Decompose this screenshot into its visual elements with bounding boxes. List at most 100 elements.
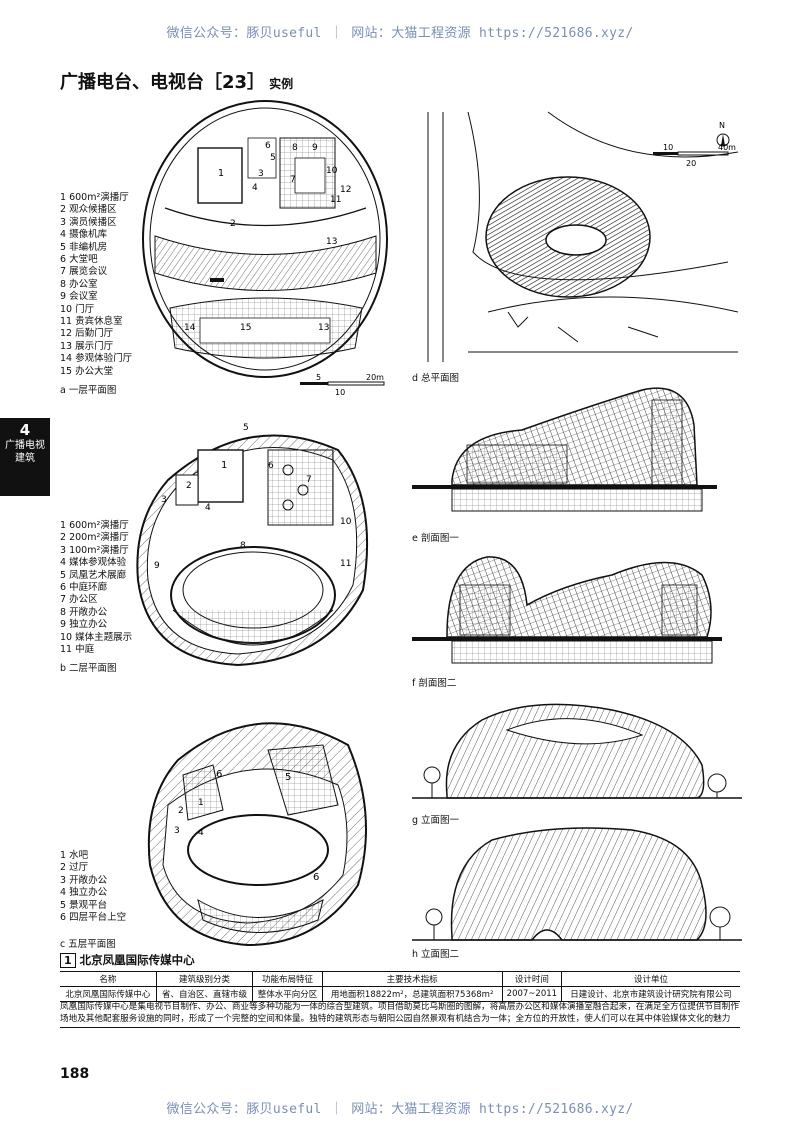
table-cell: 北京凤凰国际传媒中心	[60, 986, 157, 1002]
project-name: 北京凤凰国际传媒中心	[79, 953, 195, 967]
plan-a-scale-bar: 5 10 20m	[300, 373, 385, 397]
table-header-row: 名称 建筑级别分类 功能布局特征 主要技术指标 设计时间 设计单位	[60, 971, 740, 987]
plan-a-label-9: 9	[312, 143, 318, 153]
plan-a-label-11: 11	[330, 195, 341, 205]
project-description: 凤凰国际传媒中心是集电视节目制作、办公、商业等多种功能为一体的综合型建筑。项目借…	[60, 1001, 740, 1028]
plan-a-label-15: 15	[240, 323, 251, 333]
section-two-drawing	[412, 556, 722, 664]
plan-a-drawing: 1 2 3 4 5 6 7 8 9 10 11 12 13 14 15 13	[142, 100, 388, 378]
plan-a-label-14a: 14	[184, 323, 196, 333]
table-header: 设计时间	[501, 971, 562, 987]
legend-item: 14 参观体验门厅	[60, 353, 133, 365]
plan-a-label-2: 2	[230, 219, 236, 229]
legend-item: 1 水吧	[60, 850, 89, 861]
table-header: 名称	[60, 971, 157, 987]
elevation-two-drawing	[412, 827, 742, 941]
table-header: 建筑级别分类	[155, 971, 253, 987]
scale-tick: 5	[316, 373, 321, 382]
plan-c-label-4: 4	[198, 828, 204, 838]
plan-c-drawing: 1 2 3 4 5 6 6	[147, 722, 367, 947]
legend-item: 9 会议室	[60, 291, 98, 303]
section-one-drawing	[412, 387, 717, 512]
legend-item: 11 中庭	[60, 644, 95, 656]
chapter-label-line2: 建筑	[15, 453, 35, 464]
plan-b-label-3: 3	[161, 495, 167, 505]
scale-tick: 40m	[718, 143, 736, 152]
legend-item: 6 大堂吧	[60, 254, 98, 266]
plan-c-label-2: 2	[178, 806, 184, 816]
table-cell: 省、自治区、直辖市级	[155, 986, 253, 1002]
legend-item: 2 过厅	[60, 862, 89, 874]
plan-b-label-1: 1	[221, 460, 227, 471]
plan-b-label-6: 6	[268, 461, 274, 471]
legend-item: 15 办公大堂	[60, 365, 114, 377]
plan-b-label-5: 5	[243, 423, 249, 433]
table-cell: 2007~2011	[501, 986, 562, 1002]
legend-item: 7 办公区	[60, 594, 98, 606]
watermark-top: 微信公众号：豚贝useful ｜ 网站：大猫工程资源 https://52168…	[166, 26, 634, 41]
chapter-number: 4	[19, 421, 31, 439]
legend-item: 6 中庭环廊	[60, 582, 108, 594]
legend-item: 10 门厅	[60, 303, 95, 315]
legend-item: 11 贵宾休息室	[60, 316, 123, 328]
plan-b-label-10: 10	[340, 517, 352, 527]
plan-b-label-2: 2	[186, 481, 192, 491]
plan-a-label-1: 1	[218, 168, 224, 179]
legend-item: 9 独立办公	[60, 619, 108, 631]
chapter-label-line1: 广播电视	[5, 440, 45, 451]
table-cell: 用地面积18822m²，总建筑面积75368m²	[321, 986, 503, 1002]
legend-item: 3 开敞办公	[60, 874, 108, 886]
plan-a-label-13b: 13	[318, 323, 329, 333]
legend-item: 4 媒体参观体验	[60, 557, 127, 569]
plan-a-label-7: 7	[290, 175, 296, 185]
legend-item: 8 开敞办公	[60, 606, 108, 618]
plan-a-caption: a 一层平面图	[60, 385, 117, 396]
legend-item: 1 600m²演播厅	[60, 520, 129, 531]
plan-b-label-11: 11	[340, 559, 351, 569]
project-info-table: 名称 建筑级别分类 功能布局特征 主要技术指标 设计时间 设计单位 北京凤凰国际…	[60, 971, 740, 1002]
plan-a-label-3: 3	[258, 169, 264, 179]
plan-a-label-12: 12	[340, 185, 351, 195]
legend-item: 3 100m²演播厅	[60, 544, 129, 556]
table-row: 北京凤凰国际传媒中心 省、自治区、直辖市级 整体水平向分区 用地面积18822m…	[60, 986, 740, 1002]
legend-item: 7 展览会议	[60, 266, 108, 278]
legend-item: 8 办公室	[60, 278, 98, 290]
legend-item: 2 观众候播区	[60, 204, 117, 216]
legend-item: 4 摄像机库	[60, 229, 108, 241]
table-header: 主要技术指标	[321, 971, 503, 987]
page-number: 188	[60, 1066, 90, 1082]
plan-c-legend: 1 水吧 2 过厅 3 开敞办公 4 独立办公 5 景观平台 6 四层平台上空	[60, 850, 126, 924]
plan-a-label-4: 4	[252, 183, 258, 193]
plan-b-label-9: 9	[154, 561, 160, 571]
plan-a-label-10: 10	[326, 166, 338, 176]
plan-a-legend: 1 600m²演播厅 2 观众候播区 3 演员候播区 4 摄像机库 5 非编机房…	[60, 192, 132, 378]
plan-b-caption: b 二层平面图	[60, 663, 117, 674]
plan-c-label-3: 3	[174, 826, 180, 836]
elevation-one-drawing	[412, 703, 742, 799]
elevation-two-caption: h 立面图二	[412, 949, 460, 960]
table-header: 设计单位	[561, 971, 740, 987]
plan-c-label-1: 1	[198, 798, 204, 808]
north-arrow-label: N	[719, 121, 725, 130]
legend-item: 5 非编机房	[60, 241, 108, 253]
plan-c-label-6a: 6	[216, 769, 222, 780]
plan-b-label-7: 7	[306, 475, 312, 485]
plan-c-caption: c 五层平面图	[60, 939, 116, 950]
plan-a-label-5: 5	[270, 153, 276, 163]
legend-item: 1 600m²演播厅	[60, 192, 129, 203]
page-title-main: 广播电台、电视台［23］	[60, 72, 266, 93]
scale-tick: 10	[335, 388, 345, 397]
legend-item: 13 展示门厅	[60, 340, 114, 352]
plan-c-label-6b: 6	[313, 872, 319, 883]
section-one-caption: e 剖面图一	[412, 533, 459, 544]
plan-a-label-8: 8	[292, 143, 298, 153]
page-title-sub: 实例	[269, 77, 294, 91]
plan-b-drawing: 1 2 3 4 5 6 7 8 9 10 11	[136, 423, 369, 667]
project-number: 1	[60, 953, 76, 968]
plan-a-label-13a: 13	[326, 237, 337, 247]
plan-b-label-4: 4	[205, 503, 211, 513]
watermark-bottom: 微信公众号：豚贝useful ｜ 网站：大猫工程资源 https://52168…	[166, 1102, 634, 1117]
plan-b-legend: 1 600m²演播厅 2 200m²演播厅 3 100m²演播厅 4 媒体参观体…	[60, 520, 132, 656]
site-plan-drawing: N 10 20 40m	[427, 111, 739, 362]
